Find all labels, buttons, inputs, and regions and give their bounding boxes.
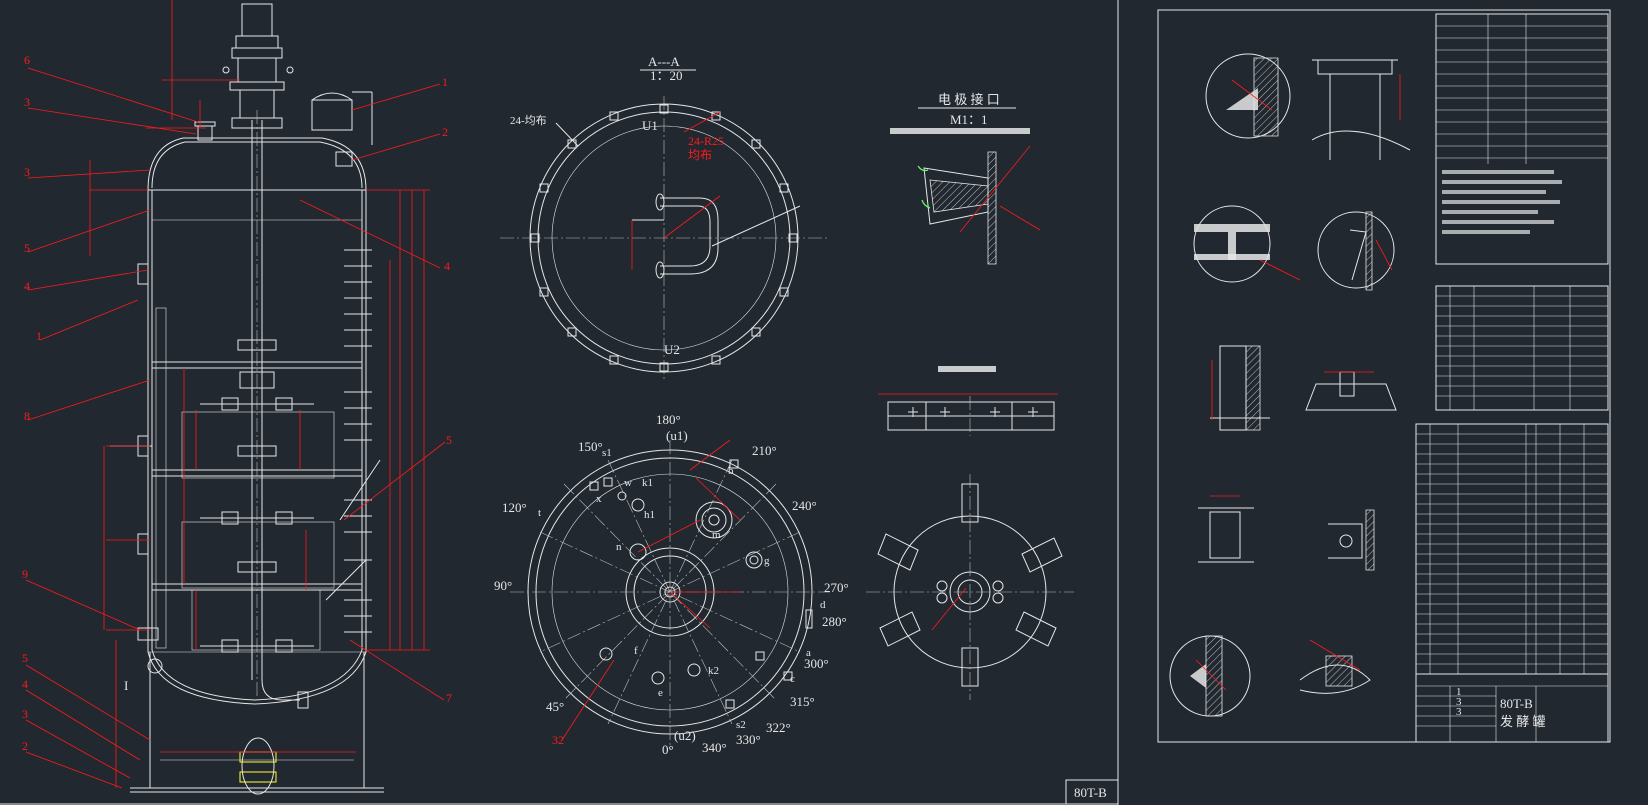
section-b-b <box>1210 345 1270 431</box>
svg-text:3: 3 <box>22 707 28 721</box>
svg-text:m: m <box>712 529 721 541</box>
nozzle-orientation-view: 180° (u1) 0° (u2) 150° 210° 120° 240° 90… <box>494 412 849 757</box>
drawing-number: 80T-B <box>1500 696 1533 711</box>
svg-text:8: 8 <box>24 409 30 423</box>
svg-text:n: n <box>616 541 622 553</box>
svg-text:g: g <box>764 555 770 567</box>
svg-text:7: 7 <box>446 691 452 705</box>
electrode-interface: 电 极 接 口 M1：1 <box>890 92 1041 265</box>
weld-detail-1 <box>1205 53 1291 139</box>
nozzle-table <box>1435 285 1609 411</box>
weld-detail-2 <box>1169 635 1251 717</box>
impeller-disc-view <box>866 474 1074 700</box>
lug-detail <box>1328 509 1375 571</box>
svg-text:4: 4 <box>22 677 28 691</box>
svg-text:k1: k1 <box>642 477 653 489</box>
detail-marker-i: I <box>124 678 128 693</box>
svg-text:120°: 120° <box>502 500 527 515</box>
label-u2: U2 <box>664 342 680 357</box>
spec-table <box>1435 13 1609 265</box>
svg-text:3: 3 <box>1456 706 1462 718</box>
section-a-a: A---A 1：20 U1 U2 24-均布 24-R25 <box>500 54 828 380</box>
svg-text:340°: 340° <box>702 740 727 755</box>
svg-text:3: 3 <box>24 165 30 179</box>
section-scale: 1：20 <box>650 68 683 83</box>
svg-text:h1: h1 <box>644 509 655 521</box>
svg-text:4: 4 <box>24 279 30 293</box>
callout-r25-even: 均布 <box>688 148 712 162</box>
svg-text:1: 1 <box>442 75 448 89</box>
electrode-scale: M1：1 <box>950 112 988 127</box>
flange-detail <box>1311 59 1411 160</box>
svg-text:330°: 330° <box>736 732 761 747</box>
pipe-detail <box>1299 639 1371 694</box>
balloon-labels: 6 3 3 5 4 1 8 9 5 4 3 2 1 2 4 5 7 <box>22 53 452 753</box>
bracket-detail <box>1198 495 1254 563</box>
sheet-tag-box <box>1065 779 1119 805</box>
svg-text:322°: 322° <box>766 720 791 735</box>
electrode-title: 电 极 接 口 <box>938 92 1000 107</box>
svg-text:a: a <box>806 647 811 659</box>
tee-section-detail <box>1193 205 1301 283</box>
motor <box>241 3 273 37</box>
drawing-name: 发 酵 罐 <box>1500 714 1546 729</box>
svg-text:1: 1 <box>36 329 42 343</box>
svg-text:w: w <box>624 477 632 489</box>
angle-180: 180° <box>656 412 681 427</box>
svg-text:5: 5 <box>22 651 28 665</box>
svg-text:s1: s1 <box>602 447 612 459</box>
svg-text:3: 3 <box>24 95 30 109</box>
svg-text:k2: k2 <box>708 665 719 677</box>
angle-180-sub: (u1) <box>666 428 688 443</box>
svg-text:e: e <box>658 687 663 699</box>
svg-text:300°: 300° <box>804 656 829 671</box>
svg-text:2: 2 <box>22 739 28 753</box>
label-u1: U1 <box>642 118 658 133</box>
svg-text:280°: 280° <box>822 614 847 629</box>
callout-r25: 24-R25 <box>688 134 724 148</box>
manhole <box>241 737 275 795</box>
svg-text:5: 5 <box>24 241 30 255</box>
svg-text:t: t <box>538 507 541 519</box>
svg-text:b: b <box>728 465 734 477</box>
svg-text:210°: 210° <box>752 443 777 458</box>
svg-text:240°: 240° <box>792 498 817 513</box>
detail-i <box>1317 211 1395 291</box>
svg-text:3: 3 <box>1456 696 1462 708</box>
vessel-elevation: I <box>22 0 452 795</box>
callout-32: 32 <box>552 733 564 747</box>
bar-detail <box>878 366 1058 436</box>
callout-24-even: 24-均布 <box>510 114 547 127</box>
angle-0-sub: (u2) <box>674 728 696 743</box>
nozzle-detail <box>1305 371 1397 411</box>
svg-text:c: c <box>790 673 795 685</box>
svg-text:270°: 270° <box>824 580 849 595</box>
svg-text:1: 1 <box>1456 686 1462 698</box>
svg-text:9: 9 <box>22 567 28 581</box>
svg-text:45°: 45° <box>546 699 564 714</box>
angle-0: 0° <box>662 742 674 757</box>
title-block: 1 3 3 80T-B 发 酵 罐 <box>1415 673 1609 743</box>
sheet-tag: 80T-B <box>1074 785 1107 800</box>
section-title: A---A <box>648 54 680 69</box>
svg-text:90°: 90° <box>494 578 512 593</box>
svg-text:f: f <box>634 645 638 657</box>
svg-text:150°: 150° <box>578 439 603 454</box>
detail-sheet: 1 3 3 80T-B 发 酵 罐 <box>1157 9 1611 743</box>
parts-list <box>1415 423 1609 675</box>
svg-text:x: x <box>596 493 602 505</box>
svg-text:4: 4 <box>444 259 450 273</box>
svg-text:5: 5 <box>446 433 452 447</box>
svg-text:s2: s2 <box>736 719 746 731</box>
svg-text:2: 2 <box>442 125 448 139</box>
svg-text:6: 6 <box>24 53 30 67</box>
svg-text:d: d <box>820 599 826 611</box>
svg-text:315°: 315° <box>790 694 815 709</box>
